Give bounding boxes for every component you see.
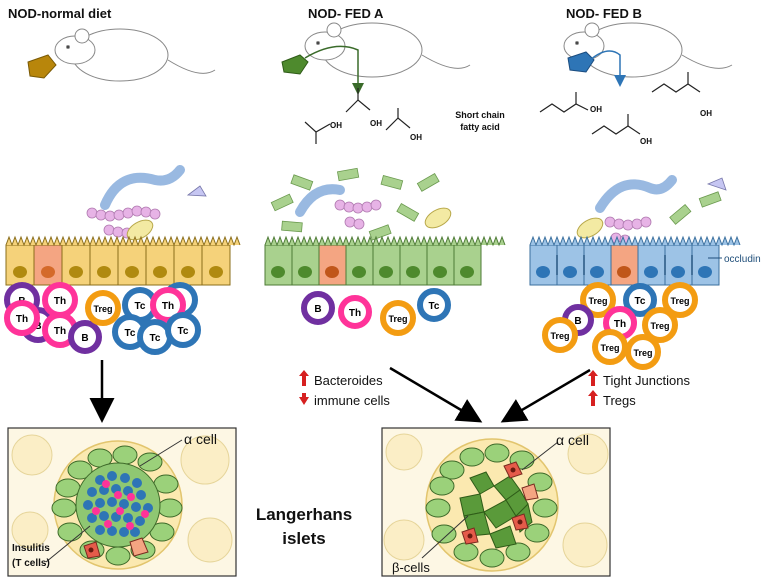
treg-cell: Treg — [580, 282, 616, 318]
title-fed-b: NOD- FED B — [566, 6, 642, 21]
treg-cell: Treg — [625, 334, 661, 370]
effect-immune-cells: immune cells — [314, 393, 390, 408]
svg-text:Treg: Treg — [670, 296, 689, 306]
alpha-cell-label-right: α cell — [556, 432, 589, 448]
butyrate-molecules-icon — [539, 72, 701, 135]
svg-text:Th: Th — [162, 301, 174, 312]
islet-panel-fed — [381, 427, 611, 577]
islets-label: islets — [282, 529, 325, 548]
epithelium-normal — [5, 235, 241, 286]
oh-label-3: OH — [410, 133, 422, 142]
th-cell: Th — [150, 287, 186, 323]
treg-cell: Treg — [542, 317, 578, 353]
svg-text:Treg: Treg — [93, 304, 112, 314]
svg-text:Treg: Treg — [388, 314, 407, 324]
svg-text:B: B — [574, 316, 581, 327]
svg-text:Treg: Treg — [600, 343, 619, 353]
svg-text:Treg: Treg — [588, 296, 607, 306]
svg-text:Tc: Tc — [429, 301, 440, 312]
svg-text:Treg: Treg — [633, 348, 652, 358]
oh-label-6: OH — [640, 137, 652, 146]
treg-cell: Treg — [592, 329, 628, 365]
immune-cells-normal: B B Th Th Th B Treg Tc Tc Th Tc Tc Tc — [4, 282, 201, 355]
insulitis-label-line1: Insulitis — [12, 543, 50, 554]
effect-tregs: Tregs — [603, 393, 636, 408]
digestion-arrow-fed-a — [304, 45, 364, 95]
svg-text:Tc: Tc — [150, 333, 161, 344]
svg-text:B: B — [34, 321, 41, 332]
svg-text:Tc: Tc — [125, 328, 136, 339]
effect-bacteroides: Bacteroides — [314, 373, 383, 388]
svg-text:Treg: Treg — [650, 321, 669, 331]
treg-cell: Treg — [85, 290, 121, 326]
microbiota-fed-b-icon — [576, 175, 727, 246]
svg-text:B: B — [314, 304, 321, 315]
treg-cell: Treg — [642, 307, 678, 343]
islet-panel-normal — [7, 427, 237, 577]
treg-cell: Treg — [662, 282, 698, 318]
immune-cells-fed-a: B Th Treg Tc — [301, 288, 451, 336]
svg-text:B: B — [81, 333, 88, 344]
effect-tight-junctions: Tight Junctions — [603, 373, 690, 388]
up-arrow-icon — [588, 370, 598, 386]
insulitis-label-line2: (T cells) — [12, 558, 50, 569]
treg-cell: Treg — [380, 300, 416, 336]
mouse-fed-a-icon — [304, 22, 471, 78]
svg-text:Th: Th — [54, 326, 66, 337]
svg-text:Th: Th — [54, 296, 66, 307]
effects-fed-b: Tight Junctions Tregs — [588, 370, 690, 408]
up-arrow-icon — [588, 390, 598, 406]
epithelium-fed-a — [264, 235, 506, 286]
oh-label-2: OH — [370, 119, 382, 128]
svg-text:Treg: Treg — [550, 331, 569, 341]
svg-text:Th: Th — [16, 314, 28, 325]
title-fed-a: NOD- FED A — [308, 6, 384, 21]
alpha-cell-label-left: α cell — [184, 431, 217, 447]
epithelium-fed-b — [529, 235, 741, 286]
tc-cell: Tc — [417, 288, 451, 322]
beta-cells-label: β-cells — [392, 560, 430, 575]
th-cell: Th — [4, 300, 40, 336]
down-arrow-icon — [299, 393, 309, 405]
svg-text:Tc: Tc — [135, 301, 146, 312]
arrow-fed-a-to-islet — [389, 366, 483, 423]
scfa-label-line1: Short chain — [455, 110, 505, 120]
digestion-arrow-fed-b — [589, 50, 626, 87]
oh-label-5: OH — [700, 109, 712, 118]
tc-cell: Tc — [623, 283, 657, 317]
scfa-label-line2: fatty acid — [460, 122, 500, 132]
langerhans-label: Langerhans — [256, 505, 352, 524]
title-normal-diet: NOD-normal diet — [8, 6, 112, 21]
effects-fed-a: Bacteroides immune cells — [299, 370, 390, 408]
up-arrow-icon — [299, 370, 309, 386]
oh-label-1: OH — [330, 121, 342, 130]
food-pellet-fed-a-icon — [281, 54, 309, 75]
acetate-molecules-icon — [304, 88, 411, 144]
th-cell: Th — [338, 295, 372, 329]
b-cell: B — [301, 291, 335, 325]
mouse-normal-icon — [54, 28, 216, 82]
food-pellet-fed-b-icon — [567, 51, 595, 73]
svg-text:Tc: Tc — [178, 326, 189, 337]
svg-text:Tc: Tc — [635, 296, 646, 307]
microbiota-normal-icon — [86, 165, 207, 241]
tc-cell: Tc — [165, 312, 201, 348]
b-cell: B — [68, 320, 102, 354]
food-pellet-normal-icon — [27, 54, 57, 79]
mouse-fed-b-icon — [563, 22, 733, 78]
immune-cells-fed-b: Treg Tc Treg B Treg Th Treg Treg Treg — [542, 282, 698, 370]
oh-label-4: OH — [590, 105, 602, 114]
microbiota-fed-a-icon — [270, 167, 452, 241]
svg-text:Th: Th — [614, 319, 626, 330]
th-cell: Th — [42, 282, 78, 318]
occludin-label: occludin — [724, 254, 761, 265]
svg-text:Th: Th — [349, 308, 361, 319]
arrow-fed-b-to-islet — [500, 368, 591, 423]
